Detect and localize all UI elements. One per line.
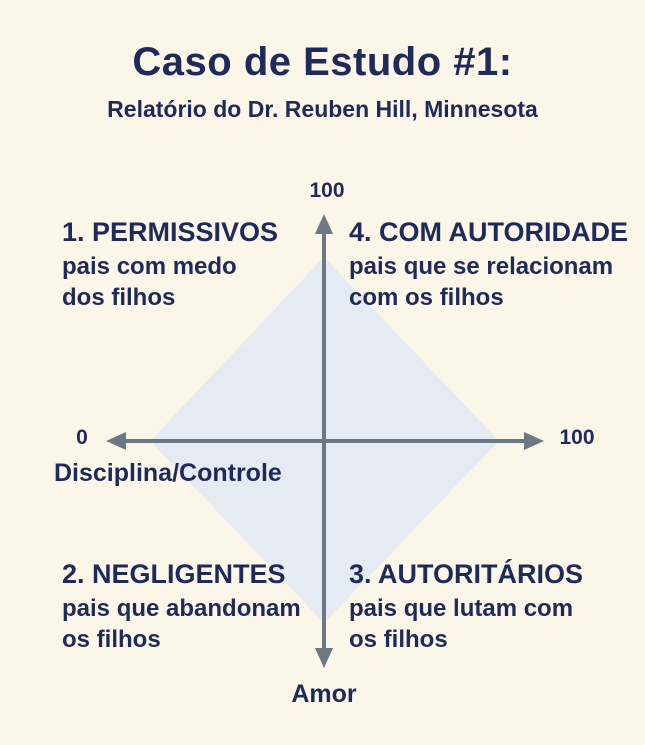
arrow-right-icon bbox=[524, 432, 544, 450]
page-title: Caso de Estudo #1: bbox=[132, 40, 513, 84]
quadrant-4-com-autoridade: 4. COM AUTORIDADE pais que se relacionam… bbox=[349, 217, 645, 313]
quadrant-3-description-line2: os filhos bbox=[349, 626, 448, 653]
x-axis-min-tick: 0 bbox=[76, 426, 88, 449]
quadrant-3-autoritarios: 3. AUTORITÁRIOS pais que lutam com os fi… bbox=[349, 559, 645, 655]
arrow-left-icon bbox=[106, 432, 126, 450]
quadrant-1-description-line1: pais com medo bbox=[62, 253, 237, 280]
x-axis-label: Disciplina/Controle bbox=[54, 459, 282, 487]
quadrant-2-description-line1: pais que abandonam bbox=[62, 595, 301, 622]
y-axis-label: Amor bbox=[291, 680, 357, 708]
quadrant-1-heading: 1. PERMISSIVOS bbox=[62, 217, 279, 247]
quadrant-1-permissivos: 1. PERMISSIVOS pais com medo dos filhos bbox=[62, 217, 362, 313]
arrow-down-icon bbox=[315, 648, 333, 668]
quadrant-3-heading: 3. AUTORITÁRIOS bbox=[349, 559, 584, 589]
quadrant-3-description-line1: pais que lutam com bbox=[349, 595, 574, 622]
quadrant-1-description-line2: dos filhos bbox=[62, 284, 176, 311]
quadrant-2-negligentes: 2. NEGLIGENTES pais que abandonam os fil… bbox=[62, 559, 362, 655]
quadrant-4-description-line1: pais que se relacionam bbox=[349, 253, 614, 280]
quadrant-4-description-line2: com os filhos bbox=[349, 284, 504, 311]
quadrant-2-description-line2: os filhos bbox=[62, 626, 161, 653]
x-axis-max-tick: 100 bbox=[559, 426, 595, 449]
quadrant-4-heading: 4. COM AUTORIDADE bbox=[349, 217, 629, 247]
page-subtitle: Relatório do Dr. Reuben Hill, Minnesota bbox=[107, 96, 538, 122]
quadrant-2-heading: 2. NEGLIGENTES bbox=[62, 559, 286, 589]
arrow-up-icon bbox=[315, 214, 333, 234]
y-axis-max-tick: 100 bbox=[309, 179, 345, 202]
